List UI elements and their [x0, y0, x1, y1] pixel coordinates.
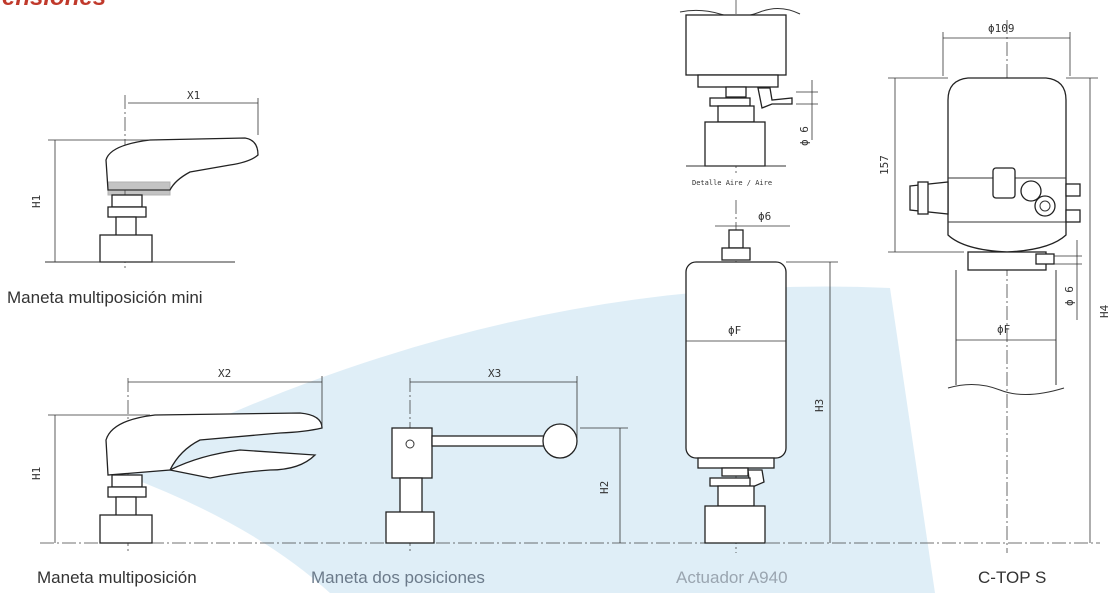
dim-h2-label: H2 [598, 481, 611, 494]
dim-h1-top-label: H1 [30, 195, 43, 208]
dim-h1-bottom-label: H1 [30, 467, 43, 480]
dim-phi6-ctop-label: ϕ 6 [1063, 286, 1076, 306]
caption-a940: Actuador A940 [676, 568, 788, 587]
dim-x2-label: X2 [218, 367, 231, 380]
page-title: ...ensiones [0, 0, 106, 12]
handle-two-pos-drawing [385, 376, 628, 553]
dim-phi6-detail-label: ϕ 6 [798, 126, 811, 146]
dim-h4-label: H4 [1098, 304, 1111, 318]
dim-phi6-a940-label: ϕ6 [758, 210, 771, 223]
caption-multi: Maneta multiposición [37, 568, 197, 587]
caption-mini: Maneta multiposición mini [7, 288, 203, 307]
dim-x3-label: X3 [488, 367, 501, 380]
dim-phi109-label: ϕ109 [988, 22, 1015, 35]
dim-157-label: 157 [878, 155, 891, 175]
detail-label: Detalle Aire / Aire [692, 179, 772, 187]
handle-mini-drawing [45, 95, 259, 270]
detail-air-drawing [679, 0, 818, 175]
dim-phiF-a940-label: ϕF [728, 324, 741, 337]
dim-h3-label: H3 [813, 399, 826, 412]
ctop-s-drawing [888, 20, 1098, 553]
dim-phiF-ctop-label: ϕF [997, 323, 1010, 336]
handle-multi-drawing [48, 376, 323, 553]
actuator-a940-drawing [685, 200, 838, 553]
caption-two-positions: Maneta dos posiciones [311, 568, 485, 587]
dim-x1-label: X1 [187, 89, 200, 102]
caption-ctop-s: C-TOP S [978, 568, 1047, 587]
